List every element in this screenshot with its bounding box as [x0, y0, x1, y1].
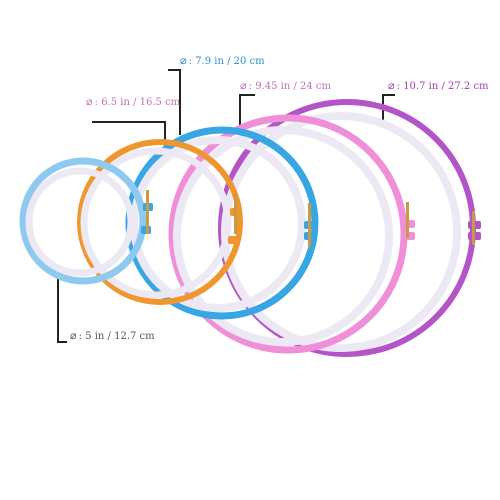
diameter-icon: ⌀	[180, 54, 187, 67]
hoop-27cm-size-label: ⌀: 10.7 in / 27.2 cm	[388, 79, 489, 93]
diameter-icon: ⌀	[388, 79, 395, 92]
leader-line-12cm	[57, 278, 67, 343]
diameter-icon: ⌀	[86, 95, 93, 108]
hoop-20cm-left-clamp	[141, 190, 153, 234]
hoop-27cm-size-text: 10.7 in / 27.2 cm	[403, 81, 489, 92]
screw-icon	[234, 194, 237, 234]
hoop-16cm-size-text: 6.5 in / 16.5 cm	[101, 97, 181, 108]
hoop-24cm-size-label: ⌀: 9.45 in / 24 cm	[240, 79, 331, 93]
diameter-icon: ⌀	[70, 329, 77, 342]
leader-line-27cm	[382, 94, 395, 120]
hoop-12cm	[19, 157, 147, 285]
screw-icon	[406, 202, 409, 238]
hoop-12cm-size-label: ⌀: 5 in / 12.7 cm	[70, 329, 155, 343]
hoop-20cm-size-label: ⌀: 7.9 in / 20 cm	[180, 54, 265, 68]
leader-line-20cm	[168, 69, 181, 135]
hoop-12cm-size-text: 5 in / 12.7 cm	[85, 331, 155, 342]
screw-icon	[308, 203, 311, 247]
diameter-icon: ⌀	[240, 79, 247, 92]
hoop-24cm-size-text: 9.45 in / 24 cm	[255, 81, 331, 92]
screw-icon	[146, 190, 149, 234]
hoop-16cm-size-label: ⌀: 6.5 in / 16.5 cm	[86, 95, 181, 109]
screw-icon	[472, 211, 475, 245]
hoop-24cm	[168, 114, 415, 354]
hoop-16cm	[77, 139, 243, 305]
hoop-20cm-size-text: 7.9 in / 20 cm	[195, 56, 265, 67]
leader-line-24cm	[239, 94, 255, 125]
